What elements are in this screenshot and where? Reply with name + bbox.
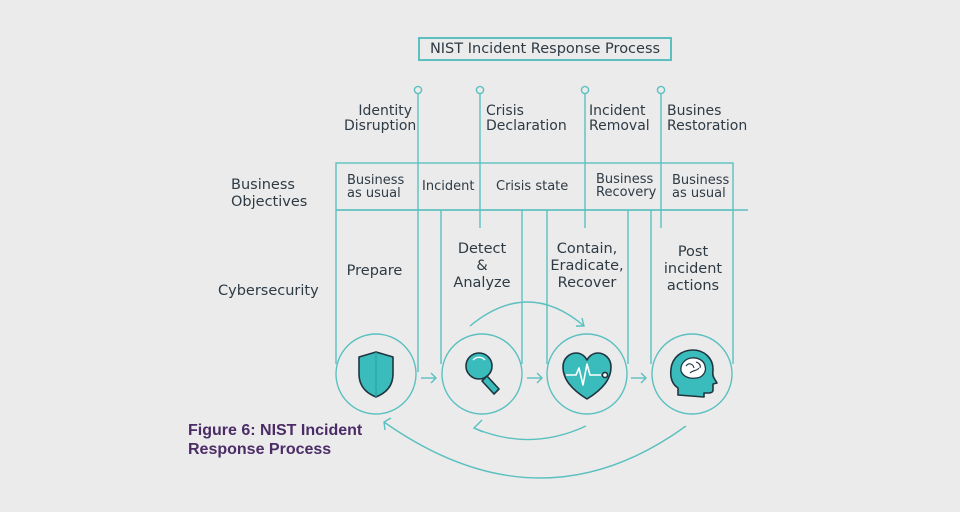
heart-pulse-icon: [562, 352, 612, 400]
milestone-label-business-restoration: Busines Restoration: [667, 103, 748, 134]
business-state-recovery: Business Recovery: [596, 172, 657, 200]
phase-circle-prepare: [335, 333, 417, 415]
phase-circle-contain: [546, 333, 628, 415]
business-state-as-usual-2: Business as usual: [672, 173, 730, 201]
milestone-label-incident-removal: Incident Removal: [589, 103, 650, 134]
milestone-pin-3: [580, 85, 590, 228]
milestone-pin-4: [656, 85, 666, 228]
business-objectives-label: Business Objectives: [231, 177, 308, 210]
detect-to-contain-arc: [469, 301, 585, 327]
phase-label-detect-analyze: Detect & Analyze: [453, 241, 511, 291]
diagram-title: NIST Incident Response Process: [418, 37, 672, 61]
magnifier-icon: [465, 352, 500, 395]
phase-label-post-incident-actions: Post incident actions: [663, 244, 723, 294]
business-state-incident: Incident: [422, 179, 475, 194]
phase-label-contain-eradicate-recover: Contain, Eradicate, Recover: [550, 241, 624, 291]
arrow-right-icon: [421, 372, 437, 384]
arrow-right-icon: [631, 372, 647, 384]
arrow-right-icon: [527, 372, 543, 384]
shield-icon: [358, 351, 394, 398]
business-state-as-usual: Business as usual: [347, 173, 405, 201]
phase-circle-detect: [441, 333, 523, 415]
phase-circle-post: [651, 333, 733, 415]
post-to-prepare-arc: [383, 417, 687, 479]
milestone-pin-1: [413, 85, 423, 372]
phase-label-prepare: Prepare: [346, 263, 403, 279]
cybersecurity-label: Cybersecurity: [218, 283, 319, 299]
brain-head-icon: [669, 349, 718, 398]
milestone-label-identity-disruption: Identity Disruption: [344, 103, 417, 134]
milestone-pin-2: [475, 85, 485, 228]
figure-caption: Figure 6: NIST Incident Response Process: [188, 422, 363, 458]
milestone-label-crisis-declaration: Crisis Declaration: [486, 103, 567, 134]
contain-to-detect-arc: [472, 419, 587, 441]
business-state-crisis: Crisis state: [496, 179, 569, 194]
